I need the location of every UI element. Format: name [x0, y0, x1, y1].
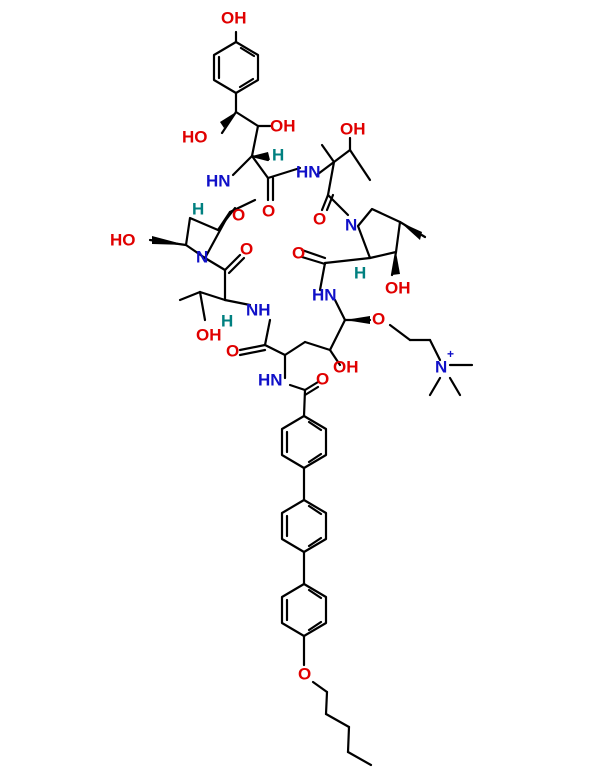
- label-h-hpg: H: [272, 145, 284, 164]
- label-o-amide1: O: [262, 201, 275, 220]
- label-nh-hpg: HN: [206, 171, 231, 190]
- label-o-amide6: O: [292, 243, 305, 262]
- label-h-hyp: H: [192, 199, 204, 218]
- label-oh-beta: OH: [270, 116, 296, 135]
- label-o-acyl: O: [316, 369, 329, 388]
- atom-labels: OH HO OH H HN HN OH O O N O HO H N O H N…: [110, 8, 454, 683]
- aryl-ring-1: [280, 414, 328, 502]
- label-oh-thr-left: OH: [196, 325, 222, 344]
- phenol-ring: [212, 30, 260, 114]
- label-nh-acyl: HN: [258, 370, 283, 389]
- label-h-pro-right: H: [354, 263, 366, 282]
- label-oh-thr-top: OH: [340, 119, 366, 138]
- label-o-amide2: O: [313, 209, 326, 228]
- label-o-pentyl: O: [298, 664, 311, 683]
- label-o-ether: O: [372, 309, 385, 328]
- label-ho-benzylic: HO: [182, 127, 208, 146]
- label-n-hyp: N: [196, 247, 208, 266]
- stereo-hashes: [152, 112, 422, 324]
- label-oh-phenol: OH: [221, 8, 247, 27]
- label-oh-pro-right: OH: [385, 278, 411, 297]
- label-h-thr-left: H: [221, 311, 233, 330]
- hpg-side-chain: [220, 110, 302, 202]
- label-oh-orn: OH: [333, 357, 359, 376]
- label-ho-hyp: HO: [110, 230, 136, 249]
- aryl-ring-2: [280, 498, 328, 586]
- threonine-top: [316, 136, 372, 217]
- label-nh-thr-left: NH: [246, 300, 271, 319]
- label-o-amide4: O: [240, 239, 253, 258]
- aryl-ring-3: [280, 582, 328, 667]
- label-n-pro-right: N: [345, 215, 357, 234]
- label-nh-thr-top: HN: [296, 162, 321, 181]
- threonine-left: [178, 290, 287, 357]
- pyrrolidine-left: [148, 198, 257, 302]
- label-plus: +: [447, 347, 454, 361]
- benzoyl-linker: [288, 380, 320, 418]
- label-n-plus: N: [435, 357, 447, 376]
- pentyloxy-chain: [311, 680, 373, 767]
- label-o-amide3: O: [232, 205, 245, 224]
- label-o-amide5: O: [226, 341, 239, 360]
- label-nh-right: HN: [312, 285, 337, 304]
